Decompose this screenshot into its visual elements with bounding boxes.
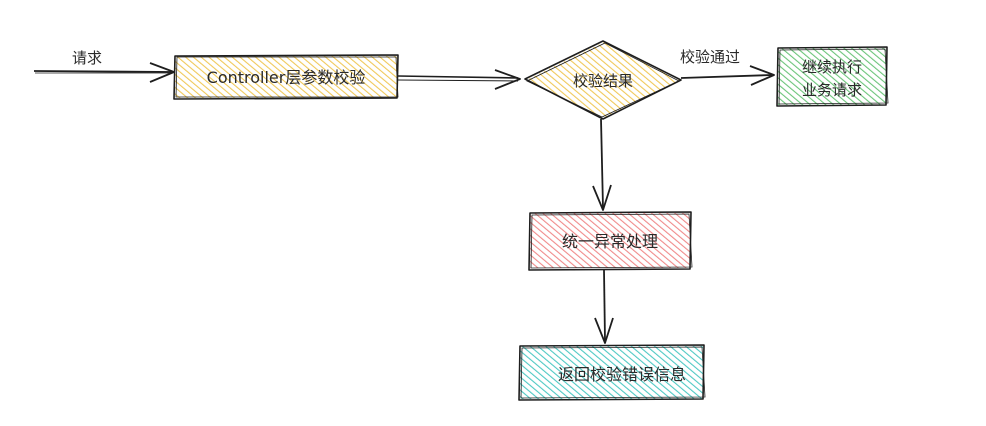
edge-result-to-continue	[680, 65, 775, 86]
node-error-return-label: 返回校验错误信息	[558, 365, 686, 384]
node-result	[524, 40, 682, 120]
edge-exception-to-error	[594, 269, 614, 344]
node-error-return	[518, 344, 706, 401]
node-continue	[776, 46, 889, 107]
node-exception	[528, 211, 693, 271]
node-controller	[173, 54, 399, 100]
node-result-label: 校验结果	[573, 72, 633, 90]
node-controller-label: Controller层参数校验	[207, 68, 366, 87]
node-continue-label-line2: 业务请求	[802, 81, 862, 99]
node-continue-label-line1: 继续执行	[802, 58, 862, 76]
edge-label-pass: 校验通过	[680, 48, 740, 66]
edge-request	[33, 62, 175, 83]
edge-label-request: 请求	[72, 49, 102, 67]
edge-result-to-exception	[592, 118, 612, 211]
node-exception-label: 统一异常处理	[562, 232, 658, 251]
edge-controller-to-result	[397, 69, 521, 90]
